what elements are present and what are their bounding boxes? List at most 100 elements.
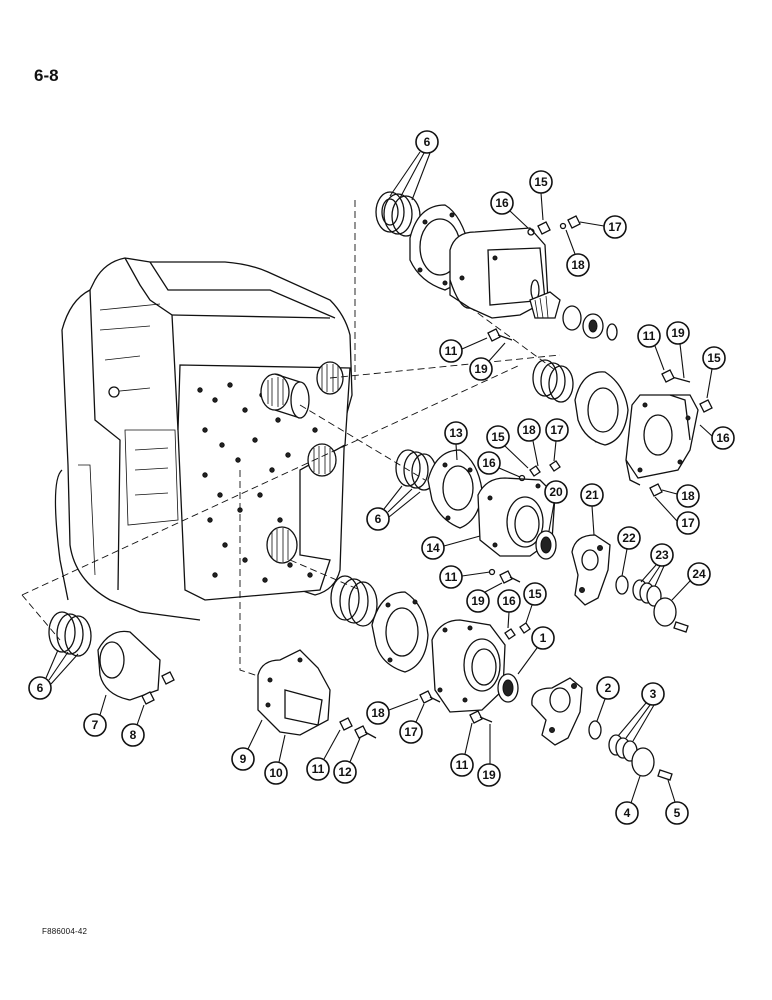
low-gasket xyxy=(371,591,429,673)
svg-text:6: 6 xyxy=(37,681,44,695)
output-shaft-top xyxy=(260,361,344,419)
callout-5: 5 xyxy=(665,779,689,825)
svg-text:12: 12 xyxy=(338,765,352,779)
left-seal-pack xyxy=(48,611,92,657)
svg-text:11: 11 xyxy=(456,758,469,772)
svg-text:15: 15 xyxy=(534,175,548,189)
mid-fasteners xyxy=(488,460,561,584)
transmission-housing xyxy=(54,257,353,621)
svg-text:19: 19 xyxy=(671,326,685,340)
low-seal-ring xyxy=(497,673,519,703)
callout-9: 9 xyxy=(231,719,263,771)
top-bearing-housing xyxy=(449,227,549,319)
callout-8: 8 xyxy=(121,704,145,747)
svg-text:18: 18 xyxy=(681,489,695,503)
callout-11-low: 11 xyxy=(306,729,341,781)
callout-13: 13 xyxy=(444,421,468,461)
callout-16-top: 16 xyxy=(490,191,529,229)
svg-text:18: 18 xyxy=(522,423,536,437)
svg-text:16: 16 xyxy=(482,456,496,470)
page-reference: 6-8 xyxy=(34,66,59,85)
callout-11-right: 11 xyxy=(637,324,665,371)
mid-bearing-housing xyxy=(477,477,556,557)
top-fasteners xyxy=(487,215,581,342)
callout-19-mid: 19 xyxy=(466,582,503,613)
callout-20: 20 xyxy=(544,480,568,532)
svg-text:8: 8 xyxy=(130,728,137,742)
callout-19-top: 19 xyxy=(469,342,506,381)
callout-1: 1 xyxy=(517,626,555,675)
output-shaft-mid xyxy=(307,443,337,477)
svg-text:11: 11 xyxy=(445,570,458,584)
top-bearing-and-races xyxy=(529,291,618,341)
svg-text:17: 17 xyxy=(681,516,695,530)
callout-18-right: 18 xyxy=(661,484,700,508)
svg-text:20: 20 xyxy=(549,485,563,499)
low-bearing-housing xyxy=(431,619,506,713)
low-fasteners xyxy=(419,622,531,724)
svg-text:17: 17 xyxy=(550,423,564,437)
callout-7: 7 xyxy=(83,694,107,737)
low-oring-and-washers xyxy=(588,720,673,781)
svg-text:23: 23 xyxy=(655,548,669,562)
callout-15-mid: 15 xyxy=(486,425,529,469)
mid-oring-and-washers xyxy=(615,575,689,633)
svg-text:2: 2 xyxy=(605,681,612,695)
callout-23: 23 xyxy=(640,543,674,587)
right-gasket xyxy=(574,371,629,446)
callout-6-top: 6 xyxy=(389,130,439,201)
callout-4: 4 xyxy=(615,775,641,825)
mid-yoke xyxy=(571,534,611,606)
svg-text:3: 3 xyxy=(650,687,657,701)
svg-text:18: 18 xyxy=(571,258,585,272)
svg-text:24: 24 xyxy=(692,567,706,581)
svg-text:19: 19 xyxy=(471,594,485,608)
callout-19-right: 19 xyxy=(666,321,690,379)
callout-3: 3 xyxy=(617,682,665,742)
callout-6-left: 6 xyxy=(28,649,79,700)
callout-17-mid: 17 xyxy=(545,418,569,462)
svg-text:7: 7 xyxy=(92,718,99,732)
left-cover xyxy=(97,630,175,705)
svg-text:9: 9 xyxy=(240,752,247,766)
callout-16-mid: 16 xyxy=(477,451,521,478)
callout-17-top: 17 xyxy=(579,215,627,239)
svg-text:21: 21 xyxy=(585,488,599,502)
low-seal-pack xyxy=(330,575,378,627)
svg-text:18: 18 xyxy=(371,706,385,720)
svg-text:16: 16 xyxy=(502,594,516,608)
mid-seal-ring xyxy=(535,530,557,560)
callout-11-bottom: 11 xyxy=(450,722,474,777)
callout-15-top: 15 xyxy=(529,170,553,221)
svg-text:6: 6 xyxy=(375,512,382,526)
callout-14: 14 xyxy=(421,535,481,560)
callout-17-low: 17 xyxy=(399,703,425,744)
callouts: 6 15 16 17 18 11 19 xyxy=(28,130,735,825)
callout-2: 2 xyxy=(596,676,620,722)
alignment-lines xyxy=(21,200,561,681)
svg-text:11: 11 xyxy=(312,762,325,776)
callout-11-mid: 11 xyxy=(439,565,491,589)
svg-text:4: 4 xyxy=(624,806,631,820)
svg-text:11: 11 xyxy=(643,329,656,343)
svg-text:15: 15 xyxy=(707,351,721,365)
mid-gasket xyxy=(427,449,483,529)
svg-text:19: 19 xyxy=(474,362,488,376)
svg-text:10: 10 xyxy=(269,766,283,780)
low-yoke xyxy=(531,677,583,746)
svg-text:16: 16 xyxy=(495,196,509,210)
callout-15-low: 15 xyxy=(523,582,547,624)
svg-text:1: 1 xyxy=(540,631,547,645)
callout-24: 24 xyxy=(671,562,711,601)
callout-16-low: 16 xyxy=(497,589,521,629)
svg-text:17: 17 xyxy=(608,220,622,234)
right-seal-pack xyxy=(532,359,574,403)
callout-22: 22 xyxy=(617,526,641,577)
svg-text:14: 14 xyxy=(426,541,440,555)
svg-text:19: 19 xyxy=(482,768,496,782)
callout-6-mid: 6 xyxy=(366,485,421,531)
callout-17-right: 17 xyxy=(654,496,700,535)
figure-code: F886004-42 xyxy=(42,927,88,936)
callout-21: 21 xyxy=(580,483,604,536)
